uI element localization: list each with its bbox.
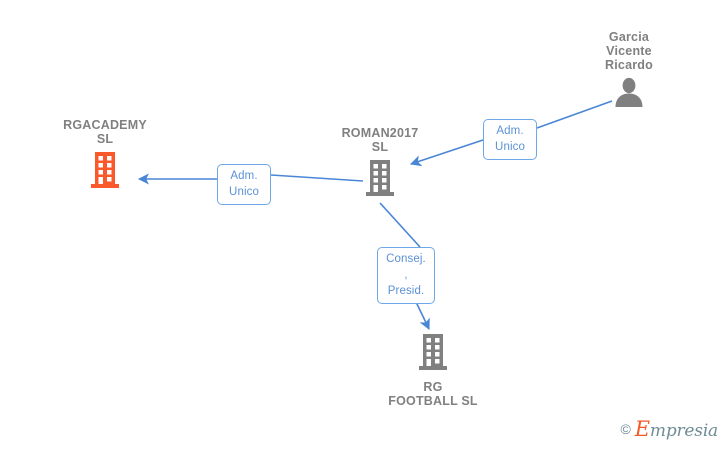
building-icon [418,333,448,376]
edge-garcia-to-label-admunico [536,100,613,129]
node-roman2017-label: ROMAN2017 SL [341,126,419,154]
node-rg-football-label: RG FOOTBALL SL [388,380,478,408]
node-roman2017[interactable]: ROMAN2017 SL [305,126,455,202]
brand-wordmark: Empresia [635,417,718,441]
edge-label-garcia-to-roman2017[interactable]: Adm. Unico [483,119,537,160]
edge-label-admunico-to-roman2017 [409,139,484,167]
building-icon [365,159,395,202]
brand-rest: mpresia [649,421,718,441]
node-rgacademy[interactable]: RGACADEMY SL [30,118,180,194]
building-icon [90,151,120,194]
copyright-icon: © [620,421,631,437]
node-rg-football[interactable]: RG FOOTBALL SL [358,333,508,408]
edge-roman2017-to-label-consejpresid [379,202,421,248]
edge-roman2017-to-label-admunico [270,174,364,182]
watermark-empresia: © Empresia [620,417,718,441]
edge-label-roman2017-to-rgacademy[interactable]: Adm. Unico [217,164,271,205]
brand-initial: E [634,417,650,441]
node-garcia-vicente-ricardo-label: Garcia Vicente Ricardo [605,30,653,72]
node-garcia-vicente-ricardo[interactable]: Garcia Vicente Ricardo [554,30,704,112]
node-rgacademy-label: RGACADEMY SL [63,118,147,146]
edge-label-roman2017-to-rg-football[interactable]: Consej. , Presid. [377,247,435,304]
person-icon [611,77,647,112]
